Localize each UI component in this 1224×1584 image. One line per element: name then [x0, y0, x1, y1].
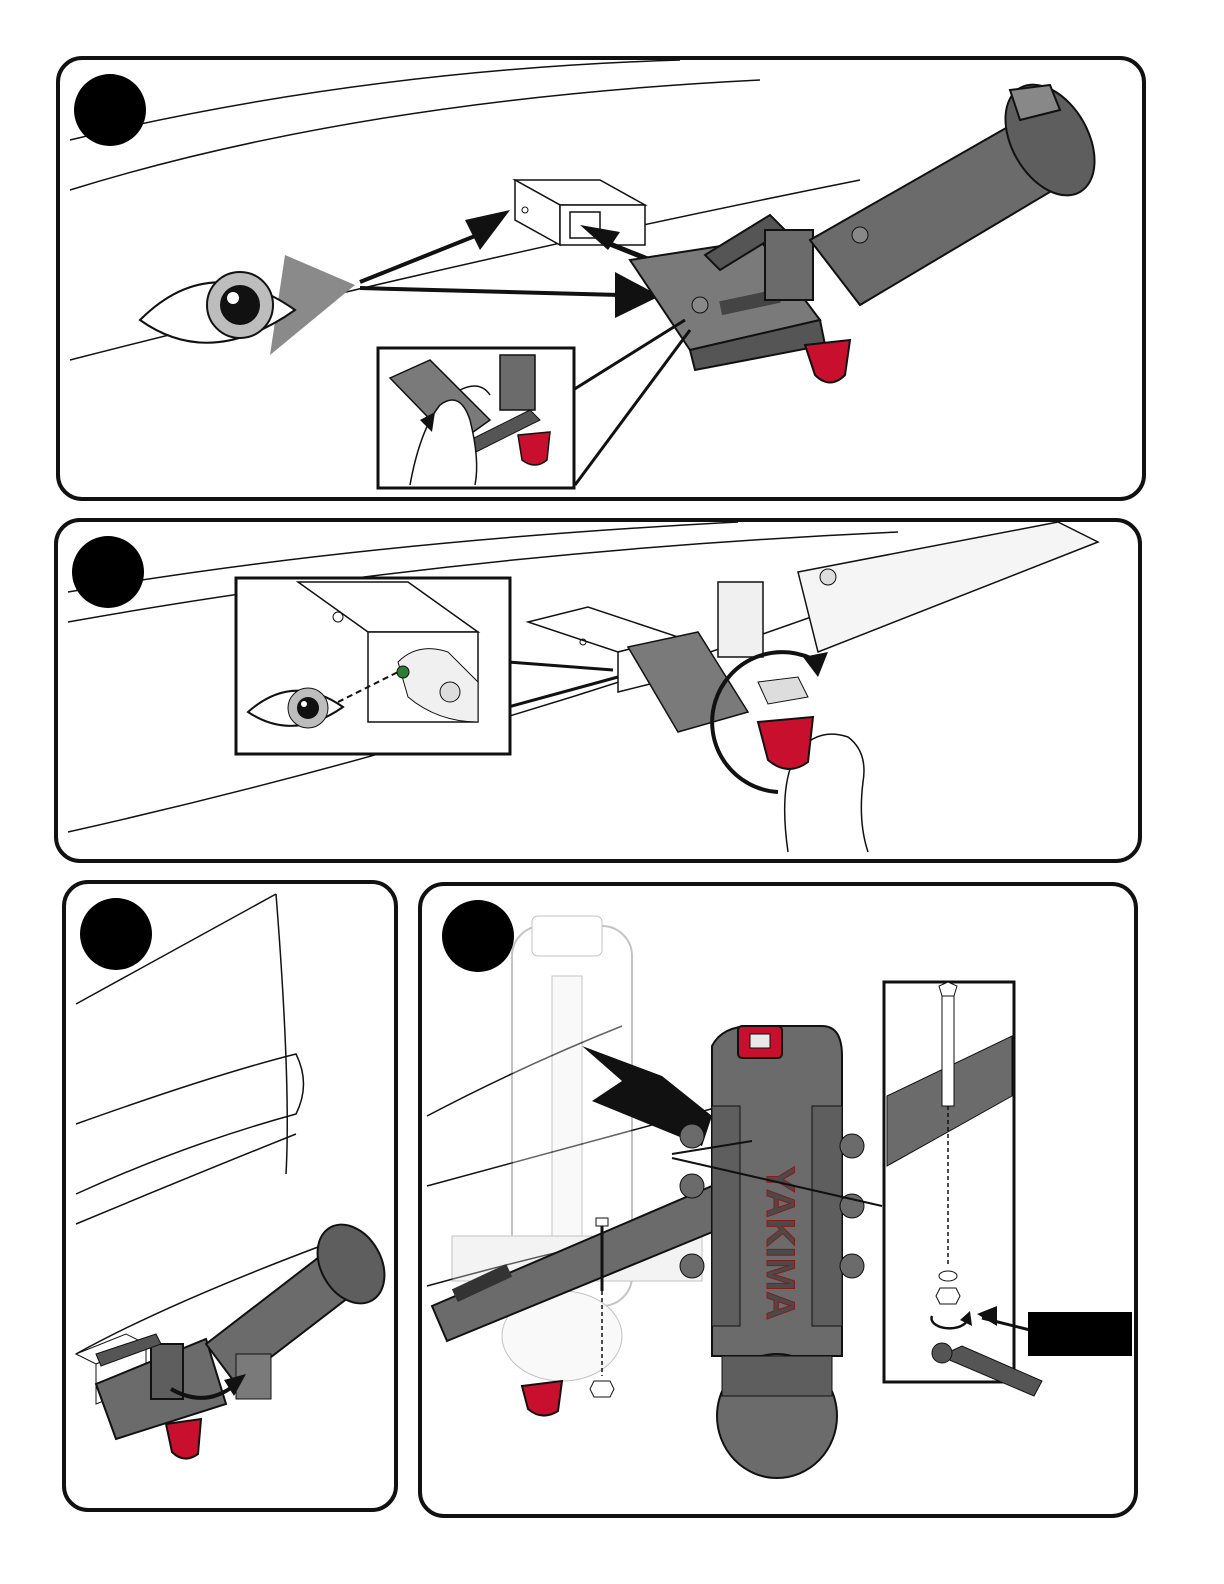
step-4-panel: YAKIMA [418, 882, 1138, 1518]
step-4-illustration: YAKIMA [422, 886, 1138, 1518]
step-1-badge [74, 74, 146, 146]
step-2-inset [236, 578, 510, 754]
step-2-badge [72, 536, 144, 608]
bike-rack-mount [96, 1213, 398, 1439]
step-3-illustration [66, 884, 398, 1512]
step-1-illustration [60, 60, 1146, 501]
step-2-illustration [58, 522, 1142, 863]
bike-rack-mount [630, 69, 1113, 382]
step-2-panel [54, 518, 1142, 863]
red-knob [758, 717, 813, 769]
red-knob [805, 340, 850, 383]
eye-icon [140, 255, 355, 355]
step-3-badge [80, 898, 152, 970]
nut [936, 1288, 960, 1304]
step-4-inset [884, 982, 1042, 1396]
bike-rack-mount [628, 522, 1098, 732]
step-1-inset [378, 348, 574, 488]
step-3-panel [62, 880, 398, 1512]
rack-brand-text: YAKIMA [758, 1166, 802, 1320]
torque-label [1028, 1312, 1132, 1356]
step-4-badge [442, 900, 514, 972]
hitch-receiver [515, 180, 645, 245]
washer [939, 1271, 957, 1281]
bike-rack-mast: YAKIMA [680, 1026, 864, 1478]
step-1-panel [56, 56, 1146, 501]
red-knob [166, 1419, 201, 1459]
